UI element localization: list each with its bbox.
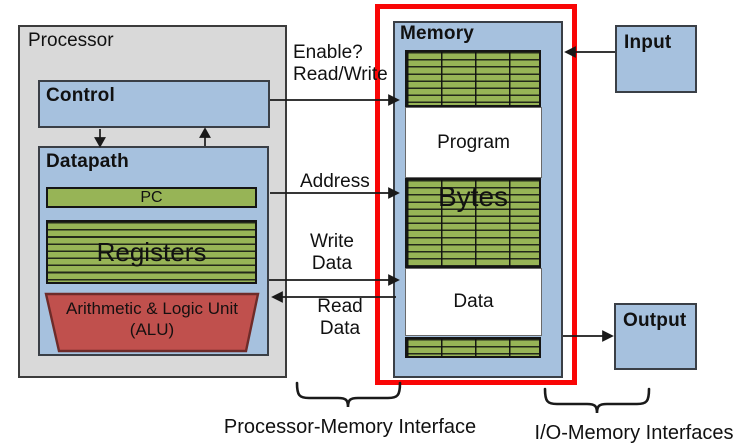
enable-label-line1: Enable? (293, 42, 363, 63)
pc-label: PC (140, 188, 163, 206)
alu-label-line1: Arithmetic & Logic Unit (66, 299, 238, 318)
memory-grid-top (405, 50, 541, 107)
memory-label: Memory (400, 23, 475, 44)
brace-io-memory (543, 387, 651, 414)
alu-label-line2: (ALU) (129, 320, 175, 339)
write-data-line1: Write (310, 231, 354, 252)
bytes-label: Bytes (437, 181, 509, 212)
read-data-label: Read Data (317, 296, 362, 340)
memory-grid-bytes (405, 178, 541, 268)
read-data-line1: Read (317, 296, 363, 317)
processor-label: Processor (28, 30, 114, 51)
read-data-line2: Data (319, 318, 361, 339)
registers-label: Registers (96, 236, 207, 267)
write-data-line2: Data (311, 253, 353, 274)
alu-shape (44, 292, 260, 353)
enable-readwrite-label: Enable? Read/Write (293, 42, 388, 86)
input-box: Input (615, 25, 697, 93)
control-label: Control (46, 85, 115, 106)
program-label: Program (437, 131, 510, 153)
output-label: Output (623, 310, 687, 331)
output-box: Output (614, 303, 697, 370)
datapath-label: Datapath (46, 151, 129, 172)
memory-highlight-rect (375, 4, 577, 385)
brace-processor-memory (295, 381, 402, 408)
processor-memory-interface-caption: Processor-Memory Interface (223, 416, 477, 438)
control-box (38, 80, 270, 128)
program-box: Program (405, 107, 542, 178)
enable-label-line2: Read/Write (293, 64, 388, 85)
alu-trapezoid (44, 292, 260, 353)
write-data-label: Write Data (310, 231, 354, 275)
io-memory-interfaces-caption: I/O-Memory Interfaces (534, 422, 734, 444)
alu-label: Arithmetic & Logic Unit (ALU) (44, 295, 260, 343)
pc-box: PC (46, 187, 257, 208)
input-label: Input (624, 32, 672, 53)
address-label: Address (300, 171, 370, 192)
data-box: Data (405, 268, 542, 336)
memory-grid-bottom (405, 337, 541, 358)
data-label: Data (453, 291, 494, 312)
registers-box: Registers (46, 220, 257, 284)
